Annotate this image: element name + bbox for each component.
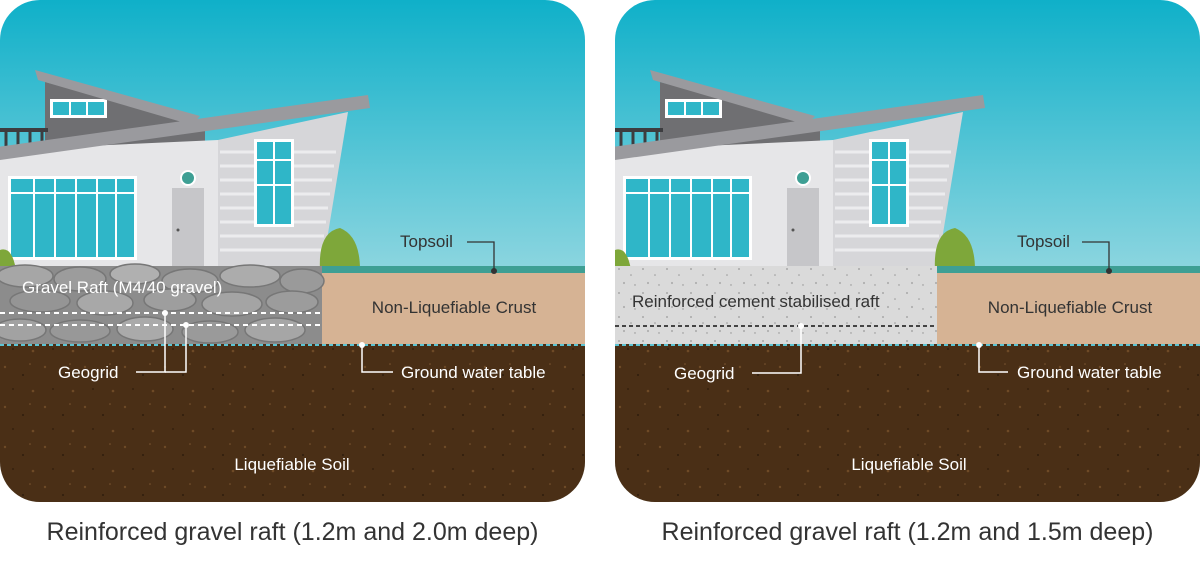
house bbox=[615, 70, 985, 270]
soil-texture bbox=[615, 344, 1200, 502]
topsoil-marker bbox=[1106, 268, 1112, 274]
house bbox=[0, 70, 370, 270]
topsoil-layer bbox=[937, 266, 1200, 273]
geogrid-marker bbox=[798, 323, 804, 329]
ground-water-leader bbox=[978, 345, 1008, 373]
bush bbox=[0, 228, 360, 270]
crust-layer bbox=[322, 266, 585, 344]
geogrid-marker-upper bbox=[162, 310, 168, 316]
bush bbox=[615, 228, 975, 270]
topsoil-leader bbox=[467, 241, 495, 271]
ground-water-marker bbox=[359, 342, 365, 348]
label-geogrid: Geogrid bbox=[58, 363, 119, 382]
label-crust: Non-Liquefiable Crust bbox=[987, 298, 1153, 317]
label-liquefiable-soil: Liquefiable Soil bbox=[234, 455, 350, 474]
label-ground-water-table: Ground water table bbox=[401, 363, 546, 382]
label-crust: Non-Liquefiable Crust bbox=[371, 298, 537, 317]
geogrid-leader bbox=[752, 326, 802, 374]
panel-cement-raft: Topsoil Reinforced cement stabilised raf… bbox=[615, 0, 1200, 502]
topsoil-layer bbox=[322, 266, 585, 273]
gravel-raft-diagram bbox=[0, 0, 585, 502]
cement-texture bbox=[615, 266, 937, 344]
ground-water-leader bbox=[361, 345, 393, 373]
topsoil-leader bbox=[1082, 241, 1110, 271]
gravel-raft-layer bbox=[0, 263, 325, 344]
label-liquefiable-soil: Liquefiable Soil bbox=[851, 455, 967, 474]
label-geogrid: Geogrid bbox=[674, 364, 735, 383]
label-topsoil: Topsoil bbox=[400, 232, 453, 251]
panel-gravel-raft: Topsoil Gravel Raft (M4/40 gravel) Non-L… bbox=[0, 0, 585, 502]
caption-gravel-raft: Reinforced gravel raft (1.2m and 2.0m de… bbox=[46, 518, 539, 546]
label-cement-raft: Reinforced cement stabilised raft bbox=[632, 292, 880, 311]
topsoil-marker bbox=[491, 268, 497, 274]
label-topsoil: Topsoil bbox=[1017, 232, 1070, 251]
cement-raft-diagram bbox=[615, 0, 1200, 502]
geogrid-leader-lower bbox=[165, 325, 187, 373]
crust-layer bbox=[937, 266, 1200, 344]
geogrid-marker-lower bbox=[183, 322, 189, 328]
label-ground-water-table: Ground water table bbox=[1017, 363, 1162, 382]
soil-texture bbox=[0, 344, 585, 502]
caption-cement-raft: Reinforced gravel raft (1.2m and 1.5m de… bbox=[661, 518, 1154, 546]
label-gravel-raft: Gravel Raft (M4/40 gravel) bbox=[22, 278, 223, 297]
ground-water-marker bbox=[976, 342, 982, 348]
